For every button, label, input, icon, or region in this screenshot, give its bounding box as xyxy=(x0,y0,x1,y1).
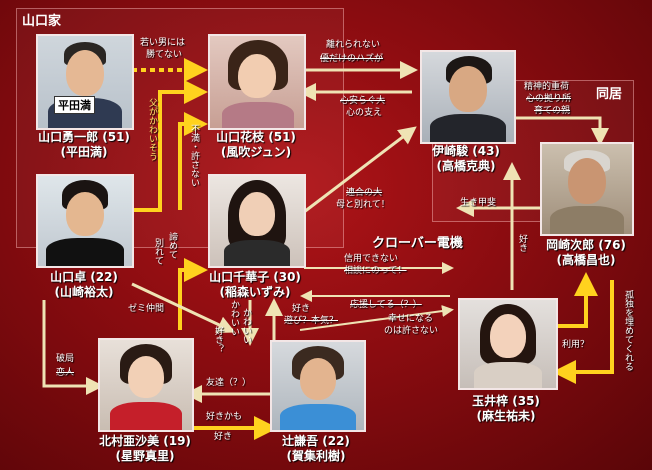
takashi-photo xyxy=(36,174,134,268)
kitamura-actor-text: (星野真里) xyxy=(115,449,175,463)
annotation-like-ishikawa: 好き xyxy=(517,234,527,252)
annotation-dissatisfied: 不満・許さない xyxy=(189,124,199,187)
jiro-name-text: 岡崎次郎 (76) xyxy=(546,238,626,252)
tsuji-name: 辻謙吾 (22) (賀集利樹) xyxy=(256,434,376,464)
ishikawa-photo xyxy=(420,50,516,144)
tamai-name: 玉井梓 (35) (麻生祐未) xyxy=(446,394,566,424)
tamai-name-text: 玉井梓 (35) xyxy=(472,394,540,408)
annotation-fill-loneliness: 孤独を埋めてくれる xyxy=(623,290,633,371)
annotation-cannot-win: 勝てない xyxy=(146,50,183,60)
ishikawa-name: 伊崎駿 (43) (高橋克典) xyxy=(406,144,526,174)
takashi-actor-text: (山崎裕太) xyxy=(54,285,114,299)
annotation-like-chikako: 好き xyxy=(292,304,311,314)
annotation-like-tsuji: 好き xyxy=(214,432,233,442)
tsuji-photo xyxy=(270,340,366,432)
annotation-burden: 精神的重荷 xyxy=(524,82,570,92)
annotation-just-affair: 優だけのハズが xyxy=(320,54,384,64)
yuichiro-photo xyxy=(36,34,134,130)
annotation-foster-parent: 育ての親 xyxy=(534,106,571,116)
annotation-cute2: かわいい xyxy=(241,308,251,344)
annotation-like-q: 好き？ xyxy=(213,326,223,353)
annotation-cute1: かわいい xyxy=(229,300,239,336)
tsuji-name-text: 辻謙吾 (22) xyxy=(282,434,350,448)
jiro-actor-text: (高橋昌也) xyxy=(556,253,616,267)
takashi-name-text: 山口卓 (22) xyxy=(50,270,118,284)
annotation-support: 心の支え xyxy=(346,108,383,118)
hanae-name-text: 山口花枝 (51) xyxy=(216,130,296,144)
annotation-consult: 相談にのって！ xyxy=(344,266,407,276)
annotation-separate-mother: 母と別れて！ xyxy=(336,200,390,210)
yuichiro-actor-text: (平田満) xyxy=(60,145,108,159)
ishikawa-name-text: 伊崎駿 (43) xyxy=(432,144,500,158)
chikako-name: 山口千華子 (30) (稲森いずみ) xyxy=(190,270,320,300)
annotation-refuge: 心の拠り所 xyxy=(526,94,572,104)
annotation-poor-father: 父がかわいそう xyxy=(147,98,157,161)
yamaguchi-family-label: 山口家 xyxy=(22,14,62,29)
chikako-name-text: 山口千華子 (30) xyxy=(209,270,301,284)
tamai-actor-text: (麻生祐未) xyxy=(476,409,536,423)
kitamura-name-text: 北村亜沙美 (19) xyxy=(99,434,191,448)
annotation-lovers: 恋人 xyxy=(56,368,75,378)
kitamura-name: 北村亜沙美 (19) (星野真里) xyxy=(80,434,210,464)
annotation-give-up: 諦めて xyxy=(167,232,177,259)
tamai-photo xyxy=(458,298,558,390)
annotation-distrust: 信用できない xyxy=(344,254,399,264)
annotation-young-man: 若い男には xyxy=(140,38,186,48)
annotation-not-allow: のは許さない xyxy=(384,326,439,336)
yuichiro-name: 山口勇一郎 (51) (平田満) xyxy=(24,130,144,160)
annotation-friends: 友達（？） xyxy=(206,378,252,388)
annotation-use: 利用？ xyxy=(562,340,590,350)
annotation-cannot-leave: 離れられない xyxy=(326,40,381,50)
annotation-happy: 幸せになる xyxy=(388,314,434,324)
annotation-breakup: 破局 xyxy=(56,354,75,364)
annotation-seminar: ゼミ仲間 xyxy=(128,304,165,314)
annotation-alliance: 連合の大 xyxy=(346,188,383,198)
annotation-serious: 遊び？本気？ xyxy=(284,316,339,326)
same-house-label: 同居 xyxy=(596,87,623,102)
chikako-photo xyxy=(208,174,306,268)
clover-tv-label: クローバー電機 xyxy=(372,236,463,251)
yuichiro-name-text: 山口勇一郎 (51) xyxy=(38,130,130,144)
jiro-name: 岡崎次郎 (76) (高橋昌也) xyxy=(526,238,646,268)
tsuji-actor-text: (賀集利樹) xyxy=(286,449,346,463)
jiro-photo xyxy=(540,142,634,236)
takashi-name: 山口卓 (22) (山崎裕太) xyxy=(24,270,144,300)
annotation-break-up: 別れて xyxy=(153,238,163,265)
kitamura-photo xyxy=(98,338,194,432)
hanae-photo xyxy=(208,34,306,130)
annotation-maybe-like: 好きかも xyxy=(206,412,243,422)
annotation-purpose: 生き甲斐 xyxy=(460,198,497,208)
hanae-actor-text: (風吹ジュン) xyxy=(220,145,292,159)
annotation-cheering: 応援してる（？） xyxy=(350,300,422,310)
chikako-actor-text: (稲森いずみ) xyxy=(219,285,291,299)
yuichiro-tag: 平田満 xyxy=(54,96,95,114)
ishikawa-actor-text: (高橋克典) xyxy=(436,159,496,173)
hanae-name: 山口花枝 (51) (風吹ジュン) xyxy=(196,130,316,160)
annotation-peaceful: 心安らぐ大 xyxy=(340,96,386,106)
